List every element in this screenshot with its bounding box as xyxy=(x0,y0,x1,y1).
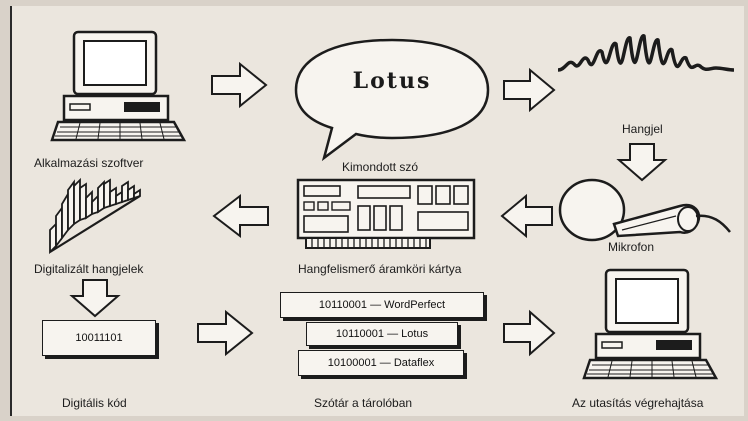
dash: — xyxy=(379,357,391,369)
computer-icon xyxy=(582,268,719,380)
dictionary-word: Lotus xyxy=(401,328,429,340)
digital-code-box: 10011101 xyxy=(42,320,156,356)
dictionary-word: WordPerfect xyxy=(384,299,446,311)
arrow-right-icon xyxy=(503,67,556,113)
dictionary-word: Dataflex xyxy=(393,357,435,369)
arrow-right-icon xyxy=(211,61,268,109)
dictionary-entry: 10100001 — Dataflex xyxy=(298,350,464,376)
computer-icon xyxy=(50,30,187,142)
dictionary-entry: 10110001 — WordPerfect xyxy=(280,292,484,318)
label-microphone: Mikrofon xyxy=(608,240,655,254)
arrow-down-icon xyxy=(616,143,668,182)
digitized-signal-icon xyxy=(49,177,141,255)
arrow-right-icon xyxy=(197,309,254,357)
dash: — xyxy=(387,328,399,340)
label-sound-signal: Hangjel xyxy=(622,122,663,136)
speech-bubble xyxy=(294,38,490,162)
arrow-left-icon xyxy=(212,193,269,239)
sound-wave-icon xyxy=(557,34,735,72)
label-software: Alkalmazási szoftver xyxy=(34,156,144,170)
spoken-word-text: Lotus xyxy=(352,68,432,94)
arrow-right-icon xyxy=(503,309,556,357)
label-execution: Az utasítás végrehajtása xyxy=(572,396,704,410)
microphone-icon xyxy=(558,178,731,242)
label-recognition-card: Hangfelismerő áramköri kártya xyxy=(298,262,462,276)
dictionary-code: 10100001 xyxy=(327,357,377,369)
label-digital-code: Digitális kód xyxy=(62,396,127,410)
label-digitized-signals: Digitalizált hangjelek xyxy=(34,262,144,276)
label-dictionary: Szótár a tárolóban xyxy=(314,396,413,410)
dictionary-code: 10110001 xyxy=(335,328,385,340)
dictionary-entry: 10110001 — Lotus xyxy=(306,322,458,346)
dictionary-code: 10110001 xyxy=(318,299,368,311)
label-spoken-word: Kimondott szó xyxy=(342,160,419,174)
arrow-left-icon xyxy=(500,193,553,239)
dash: — xyxy=(370,299,382,311)
circuit-card-icon xyxy=(296,178,476,249)
arrow-down-icon xyxy=(69,279,121,318)
